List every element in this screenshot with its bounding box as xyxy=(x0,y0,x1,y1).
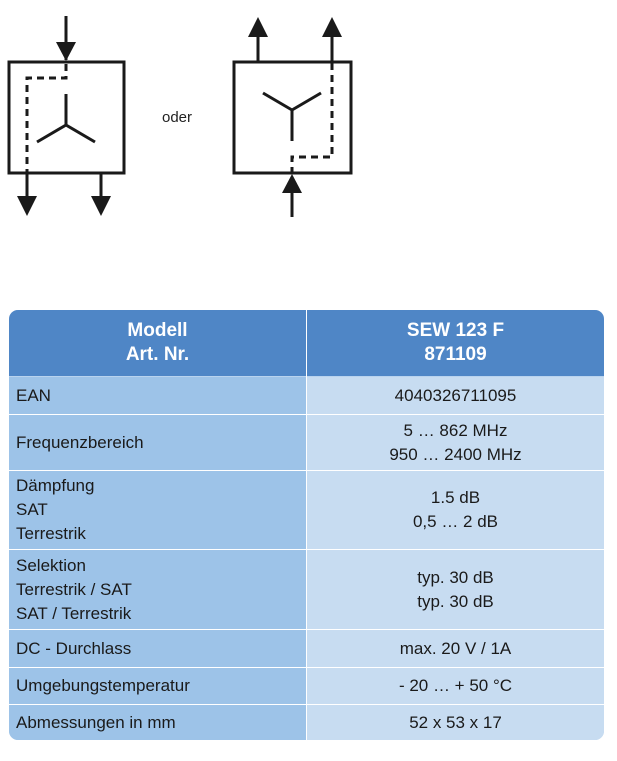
row-label-text: Terrestrik xyxy=(16,524,86,543)
row-label: EAN xyxy=(9,377,306,414)
row-value: max. 20 V / 1A xyxy=(307,630,604,667)
row-label-text: Selektion xyxy=(16,555,86,575)
splitter-symbols xyxy=(7,16,353,217)
row-label: DC - Durchlass xyxy=(9,630,306,667)
row-label-text: Dämpfung xyxy=(16,476,95,495)
row-label: Selektion Terrestrik / SAT SAT / Terrest… xyxy=(9,550,306,629)
header-right-cell: SEW 123 F 871109 xyxy=(307,310,604,376)
row-value: - 20 … + 50 °C xyxy=(307,668,604,704)
row-value: 1.5 dB 0,5 … 2 dB xyxy=(307,471,604,549)
row-label-text: Umgebungstemperatur xyxy=(16,676,190,695)
table-row-temperature: Umgebungstemperatur - 20 … + 50 °C xyxy=(9,668,604,704)
header-artnr-label: Art. Nr. xyxy=(125,344,190,365)
row-label-text: SAT xyxy=(16,500,48,519)
row-label: Dämpfung SAT Terrestrik xyxy=(9,471,306,549)
row-label-text: Abmessungen in mm xyxy=(16,712,176,732)
spec-table: Modell Art. Nr. SEW 123 F 871109 EAN 404… xyxy=(9,310,604,740)
row-label: Umgebungstemperatur xyxy=(9,668,306,704)
row-value: typ. 30 dB typ. 30 dB xyxy=(307,550,604,629)
row-value-text: typ. 30 dB xyxy=(417,591,494,611)
header-model-value: SEW 123 F xyxy=(406,320,505,341)
separator-text: oder xyxy=(162,109,193,126)
row-label: Abmessungen in mm xyxy=(9,705,306,740)
header-model-label: Modell xyxy=(127,320,188,341)
table-row-selection: Selektion Terrestrik / SAT SAT / Terrest… xyxy=(9,550,604,629)
row-value-text: 4040326711095 xyxy=(394,385,517,405)
row-value-text: 0,5 … 2 dB xyxy=(412,512,499,531)
row-value: 5 … 862 MHz 950 … 2400 MHz xyxy=(307,415,604,470)
row-value-text: 950 … 2400 MHz xyxy=(389,444,522,464)
row-label-text: Frequenzbereich xyxy=(16,432,144,452)
row-label-text: EAN xyxy=(16,385,51,405)
row-value-text: - 20 … + 50 °C xyxy=(398,676,513,695)
row-value-text: 1.5 dB xyxy=(430,488,481,507)
row-label-text: DC - Durchlass xyxy=(16,638,132,658)
table-row-dc-pass: DC - Durchlass max. 20 V / 1A xyxy=(9,630,604,667)
table-row-dimensions: Abmessungen in mm 52 x 53 x 17 xyxy=(9,705,604,740)
header-artnr-value: 871109 xyxy=(424,344,487,365)
row-label-text: SAT / Terrestrik xyxy=(16,603,132,623)
table-row-ean: EAN 4040326711095 xyxy=(9,377,604,414)
table-row-attenuation: Dämpfung SAT Terrestrik 1.5 dB 0,5 … 2 d… xyxy=(9,471,604,549)
row-label-text: Terrestrik / SAT xyxy=(16,579,132,599)
row-value: 4040326711095 xyxy=(307,377,604,414)
row-value-text: typ. 30 dB xyxy=(417,567,494,587)
row-value-text: 5 … 862 MHz xyxy=(403,420,508,440)
row-value-text: 52 x 53 x 17 xyxy=(409,712,502,732)
row-value: 52 x 53 x 17 xyxy=(307,705,604,740)
splitter-diagram: oder xyxy=(0,0,617,230)
table-row-frequency: Frequenzbereich 5 … 862 MHz 950 … 2400 M… xyxy=(9,415,604,470)
splitter-symbol-right xyxy=(232,17,353,217)
header-left-cell: Modell Art. Nr. xyxy=(9,310,306,376)
column-divider xyxy=(306,310,307,740)
row-label: Frequenzbereich xyxy=(9,415,306,470)
row-value-text: max. 20 V / 1A xyxy=(399,638,512,658)
splitter-symbol-left xyxy=(7,16,126,216)
